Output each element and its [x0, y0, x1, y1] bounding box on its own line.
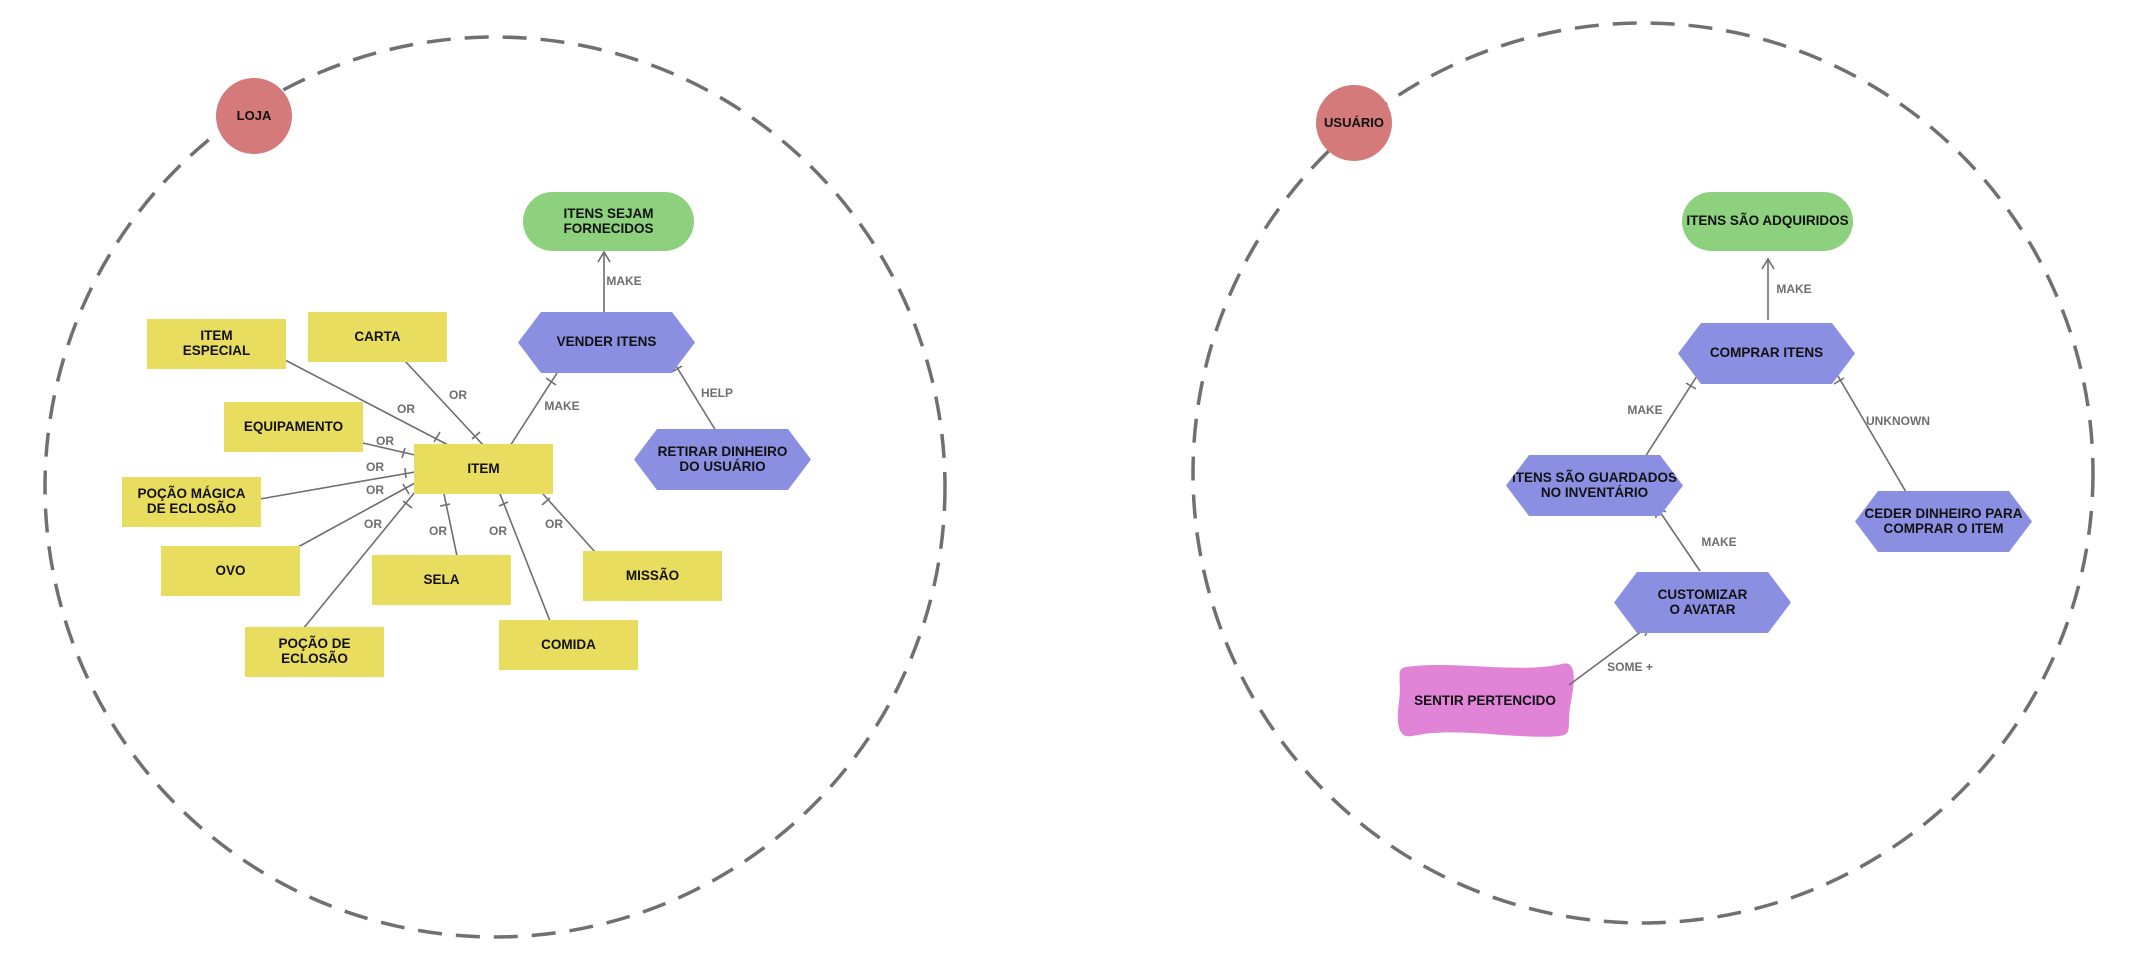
link-ceder-to-comprar[interactable] [1834, 370, 1907, 493]
arrowhead-icon [1761, 257, 1775, 270]
sticky-ovo[interactable]: OVO [161, 546, 300, 596]
link-carta[interactable] [404, 360, 485, 447]
edge-label-unknown: UNKNOWN [1866, 414, 1930, 428]
edge-label-or: OR [366, 460, 384, 474]
sticky-carta[interactable]: CARTA [308, 312, 447, 362]
bar-icon [671, 365, 683, 373]
edge-label-or: OR [364, 517, 382, 531]
link-retirar-to-vender[interactable] [672, 360, 717, 432]
sticky-equipamento[interactable]: EQUIPAMENTO [224, 402, 363, 452]
arrowhead-icon [597, 250, 611, 263]
usuario-boundary [1191, 21, 2095, 925]
edge-label-or: OR [366, 483, 384, 497]
bar-icon [545, 377, 557, 386]
sticky-pocao-magica[interactable]: POÇÃO MÁGICA DE ECLOSÃO [122, 477, 261, 527]
loja-boundary [43, 35, 947, 939]
edge-label-or: OR [545, 517, 563, 531]
link-sentir-to-customizar[interactable] [1568, 624, 1651, 686]
task-ceder-dinheiro[interactable]: CEDER DINHEIRO PARA COMPRAR O ITEM [1855, 491, 2032, 552]
edge-label-help: HELP [700, 386, 734, 400]
softgoal-sentir-pertencido[interactable]: SENTIR PERTENCIDO [1414, 692, 1556, 708]
actor-loja[interactable]: LOJA [216, 78, 292, 154]
edge-label-or: OR [449, 388, 467, 402]
link-ovo[interactable] [297, 482, 416, 548]
link-item-to-vender[interactable] [509, 372, 558, 447]
sentir-pertencido-shape[interactable] [1397, 663, 1574, 737]
sticky-item-especial[interactable]: ITEM ESPECIAL [147, 319, 286, 369]
sticky-comida[interactable]: COMIDA [499, 620, 638, 670]
goal-itens-adquiridos[interactable]: ITENS SÃO ADQUIRIDOS [1682, 192, 1853, 251]
actor-usuario[interactable]: USUÁRIO [1316, 85, 1392, 161]
bar-icon [541, 497, 551, 506]
sticky-sela[interactable]: SELA [372, 555, 511, 605]
task-vender-itens[interactable]: VENDER ITENS [518, 312, 695, 373]
link-missao[interactable] [542, 493, 596, 553]
sticky-missao[interactable]: MISSÃO [583, 551, 722, 601]
edge-label-or: OR [429, 524, 447, 538]
edge-label-make: MAKE [1701, 535, 1737, 549]
link-pocao-eclosao[interactable] [302, 491, 416, 630]
link-pocao-magica[interactable] [259, 471, 416, 500]
edge-label-make: MAKE [544, 399, 580, 413]
edge-label-or: OR [376, 434, 394, 448]
bar-icon [1833, 377, 1845, 385]
edge-label-or: OR [489, 524, 507, 538]
bar-icon [1685, 382, 1697, 390]
edge-label-some-plus: SOME + [1607, 660, 1653, 674]
task-comprar-itens[interactable]: COMPRAR ITENS [1678, 323, 1855, 384]
task-customizar-avatar[interactable]: CUSTOMIZAR O AVATAR [1614, 572, 1791, 633]
bar-icon [439, 503, 451, 507]
link-guardados-to-comprar[interactable] [1644, 375, 1698, 458]
task-itens-guardados[interactable]: ITENS SÃO GUARDADOS NO INVENTÁRIO [1506, 455, 1683, 516]
link-item-especial[interactable] [284, 359, 451, 447]
link-comida[interactable] [499, 493, 551, 622]
bar-icon [471, 431, 481, 440]
sticky-item[interactable]: ITEM [414, 444, 553, 494]
bar-icon [402, 483, 410, 495]
link-customizar-to-guardados[interactable] [1655, 505, 1701, 572]
bar-icon [498, 501, 509, 507]
task-retirar-dinheiro[interactable]: RETIRAR DINHEIRO DO USUÁRIO [634, 429, 811, 490]
edge-label-make: MAKE [1776, 282, 1812, 296]
link-equipamento[interactable] [362, 442, 416, 456]
edge-label-or: OR [397, 402, 415, 416]
bar-icon [404, 467, 407, 479]
edge-label-make: MAKE [1627, 403, 1663, 417]
sticky-pocao-eclosao[interactable]: POÇÃO DE ECLOSÃO [245, 627, 384, 677]
bar-icon [401, 447, 406, 459]
bar-icon [402, 500, 413, 509]
goal-itens-sejam-fornecidos[interactable]: ITENS SEJAM FORNECIDOS [523, 192, 694, 251]
bar-icon [433, 431, 441, 443]
edge-label-make: MAKE [606, 274, 642, 288]
